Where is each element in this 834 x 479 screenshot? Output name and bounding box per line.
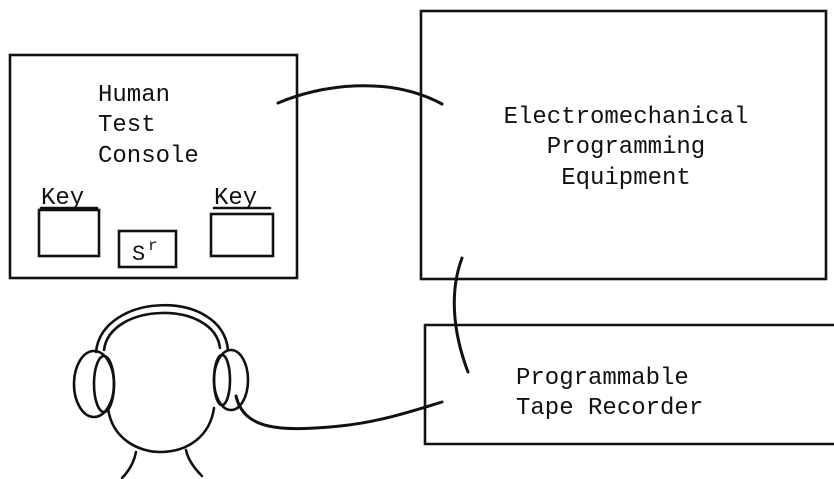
neck-right	[186, 450, 202, 476]
recorder-label-line1: Programmable	[516, 365, 689, 392]
equipment-label-line3: Equipment	[561, 165, 691, 192]
neck-left	[122, 452, 136, 478]
right-earcup-inner	[214, 355, 230, 405]
console-label-line3: Console	[98, 143, 199, 170]
subject-with-headphones	[74, 305, 248, 478]
equipment-to-recorder-cable	[454, 258, 468, 372]
head-outline	[108, 408, 214, 452]
left-key[interactable]	[39, 210, 99, 256]
recorder-label-line2: Tape Recorder	[516, 395, 703, 422]
equipment-label-line2: Programming	[547, 134, 705, 161]
tape-recorder: Programmable Tape Recorder	[425, 325, 834, 444]
reinforcer-label-sup: r	[148, 237, 158, 255]
equipment-label-line1: Electromechanical	[504, 104, 749, 131]
right-key[interactable]	[211, 214, 273, 256]
programming-equipment: Electromechanical Programming Equipment	[421, 11, 826, 279]
left-earcup-inner	[94, 356, 114, 412]
reinforcer-label-base: S	[132, 242, 145, 267]
headband-inner	[104, 313, 220, 350]
console-label-line2: Test	[98, 112, 156, 139]
console-to-equipment-cable	[278, 86, 442, 104]
headphone-to-recorder-cable	[236, 396, 442, 429]
console-label-line1: Human	[98, 82, 170, 109]
human-test-console: Human Test Console Key Key S r	[10, 55, 297, 278]
